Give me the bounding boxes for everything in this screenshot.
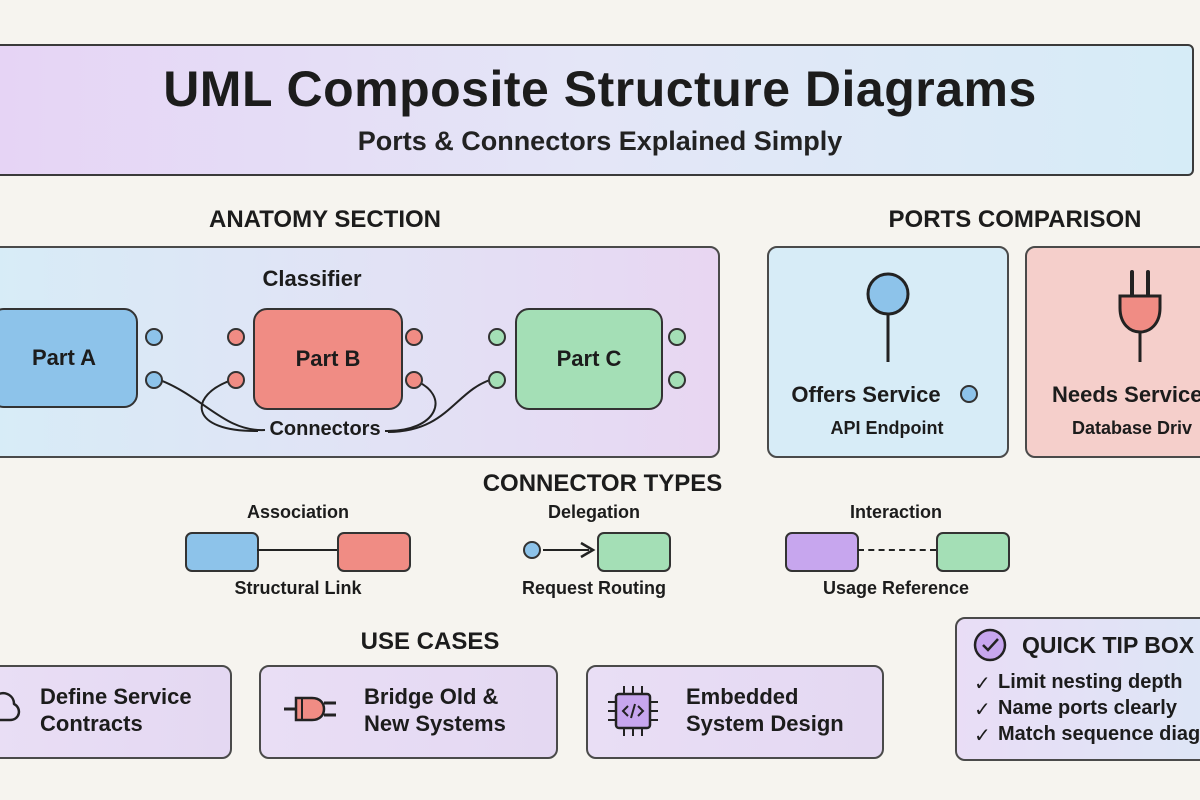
delegation-target-box <box>597 532 671 572</box>
provided-port-icon <box>960 385 978 403</box>
connector-line <box>159 379 266 432</box>
tip-item: Limit nesting depth <box>998 671 1183 693</box>
association-target-box <box>337 532 411 572</box>
page-title: UML Composite Structure Diagrams <box>163 61 1037 117</box>
needs-service-subtitle: Database Driv <box>1072 418 1193 438</box>
interaction-source-box <box>785 532 859 572</box>
connector-types-heading: CONNECTOR TYPES <box>482 470 723 497</box>
part-c: Part C <box>515 308 663 410</box>
port <box>488 328 506 346</box>
cloud-icon <box>0 692 21 722</box>
needs-service-card <box>1025 246 1200 458</box>
interaction-label: Interaction <box>849 502 942 522</box>
association-label: Association <box>246 502 350 522</box>
tip-item: Name ports clearly <box>998 697 1177 719</box>
use-cases-heading: USE CASES <box>360 628 500 655</box>
use-case-3-line2: System Design <box>686 711 844 736</box>
part-a: Part A <box>0 308 138 408</box>
plug-adapter-icon <box>284 696 336 722</box>
part-a-label: Part A <box>32 345 96 370</box>
offers-service-title: Offers Service <box>791 382 941 407</box>
chip-icon <box>608 686 658 736</box>
header-banner <box>0 44 1194 176</box>
anatomy-heading: ANATOMY SECTION <box>208 206 442 233</box>
check-circle-icon <box>973 628 1007 662</box>
interaction-dashed-line <box>858 549 936 551</box>
request-routing-label: Request Routing <box>522 578 666 598</box>
lollipop-provided-icon <box>866 272 910 362</box>
connectors-label: Connectors <box>269 418 381 440</box>
plug-required-icon <box>1118 270 1162 362</box>
structural-link-label: Structural Link <box>234 578 362 598</box>
delegation-port <box>523 541 541 559</box>
tip-item: Match sequence diag <box>998 723 1200 745</box>
delegation-arrow <box>543 541 596 559</box>
connector-line <box>387 378 494 433</box>
port <box>405 371 423 389</box>
port <box>668 371 686 389</box>
part-b: Part B <box>253 308 403 410</box>
association-source-box <box>185 532 259 572</box>
ports-comparison-heading: PORTS COMPARISON <box>888 206 1142 233</box>
classifier-label: Classifier <box>262 266 362 291</box>
port <box>145 371 163 389</box>
use-case-2-line2: New Systems <box>364 711 506 736</box>
delegation-label: Delegation <box>547 502 640 522</box>
use-case-3-line1: Embedded <box>686 684 799 709</box>
tip-check-icon: ✓ <box>974 725 991 747</box>
port <box>405 328 423 346</box>
offers-service-subtitle: API Endpoint <box>830 418 944 438</box>
use-case-card <box>0 665 232 759</box>
port <box>668 328 686 346</box>
quick-tip-title: QUICK TIP BOX <box>1022 632 1195 658</box>
connector-curves <box>159 378 494 433</box>
port <box>488 371 506 389</box>
interaction-target-box <box>936 532 1010 572</box>
part-b-label: Part B <box>295 346 361 371</box>
connector-line <box>200 379 259 433</box>
port <box>227 371 245 389</box>
needs-service-title: Needs Service <box>1052 382 1200 407</box>
use-case-1-line1: Define Service <box>40 684 192 709</box>
port <box>227 328 245 346</box>
usage-reference-label: Usage Reference <box>822 578 970 598</box>
tip-check-icon: ✓ <box>974 673 991 695</box>
use-case-1-line2: Contracts <box>40 711 143 736</box>
part-c-label: Part C <box>556 346 622 371</box>
tip-check-icon: ✓ <box>974 699 991 721</box>
port <box>145 328 163 346</box>
use-case-2-line1: Bridge Old & <box>364 684 499 709</box>
page-subtitle: Ports & Connectors Explained Simply <box>357 126 843 156</box>
association-line <box>257 549 337 551</box>
connector-line <box>384 379 437 433</box>
